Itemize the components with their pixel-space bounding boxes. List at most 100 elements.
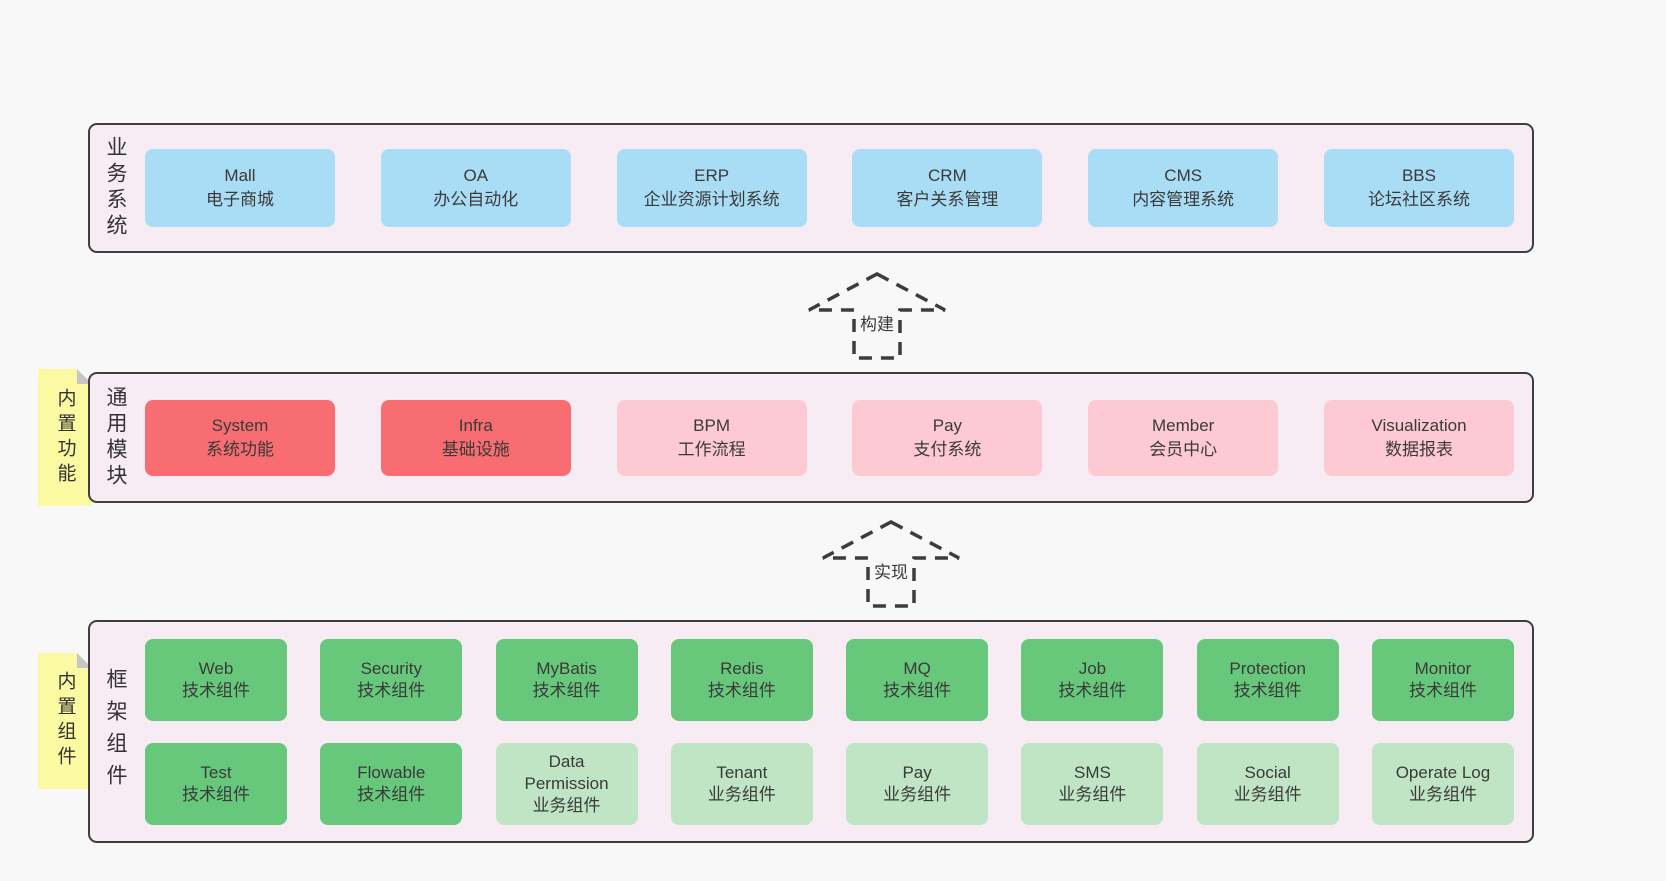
- layer-rows: System 系统功能 Infra 基础设施 BPM 工作流程 Pay 支付系统 Member 会…: [132, 374, 1532, 501]
- component-name: Data Permission: [524, 751, 609, 793]
- component-desc: 业务组件: [1408, 784, 1477, 804]
- component-name: Pay: [932, 415, 963, 435]
- component-desc: 技术组件: [1233, 680, 1302, 700]
- component-name: Operate Log: [1395, 762, 1491, 782]
- component-name: Infra: [458, 415, 493, 435]
- component-name: Redis: [720, 658, 764, 678]
- component-name: CMS: [1164, 166, 1203, 185]
- component-desc: 业务组件: [1058, 784, 1127, 804]
- component-name: Protection: [1229, 658, 1306, 678]
- component-name: Job: [1078, 658, 1107, 678]
- component-name: SMS: [1073, 762, 1111, 782]
- component-name: BBS: [1401, 166, 1436, 185]
- component-name: ERP: [694, 166, 730, 185]
- component-name: Social: [1244, 762, 1291, 782]
- component-desc: 业务组件: [1233, 784, 1302, 804]
- layer-common-modules: 通用模块 System 系统功能 Infra 基础设施 BPM 工作流程 Pay 支付系统 Me…: [88, 372, 1534, 503]
- component-box-pay: Pay 支付系统: [852, 399, 1043, 476]
- sticky-note-builtin-features: 内置功能: [38, 369, 92, 506]
- component-desc: 技术组件: [182, 784, 250, 804]
- build-arrow: 构建: [805, 270, 949, 362]
- component-desc: 技术组件: [1408, 680, 1477, 700]
- implement-arrow: 实现: [819, 518, 963, 610]
- component-desc: 业务组件: [532, 795, 601, 815]
- component-desc: 客户关系管理: [896, 190, 999, 209]
- component-box-cms: CMS 内容管理系统: [1088, 149, 1279, 227]
- component-name: Test: [200, 762, 232, 782]
- component-name: OA: [463, 166, 489, 185]
- component-desc: 技术组件: [707, 680, 776, 700]
- component-desc: 办公自动化: [433, 190, 519, 209]
- component-box-member: Member 会员中心: [1088, 399, 1279, 476]
- component-name: Mall: [224, 166, 256, 185]
- component-name: System: [211, 415, 269, 435]
- component-box-infra: Infra 基础设施: [380, 399, 571, 476]
- layer-label: 通用模块: [104, 385, 127, 490]
- component-box-system: System 系统功能: [145, 399, 335, 476]
- component-name: Web: [198, 658, 234, 678]
- sticky-note-label: 内置功能: [54, 387, 76, 488]
- component-desc: 论坛社区系统: [1367, 190, 1470, 209]
- component-desc: 系统功能: [206, 439, 274, 459]
- component-desc: 技术组件: [182, 680, 250, 700]
- component-desc: 内容管理系统: [1132, 190, 1235, 209]
- component-desc: 业务组件: [883, 784, 952, 804]
- component-desc: 技术组件: [1058, 680, 1127, 700]
- layer-label: 框架组件: [104, 667, 127, 796]
- component-desc: 技术组件: [357, 680, 426, 700]
- component-name: BPM: [693, 415, 731, 435]
- component-desc: 电子商城: [206, 190, 274, 209]
- layer-label: 业务系统: [104, 136, 127, 240]
- component-box-bpm: BPM 工作流程: [616, 399, 807, 476]
- component-desc: 数据报表: [1384, 439, 1453, 459]
- sticky-note-builtin-components: 内置组件: [38, 653, 92, 789]
- component-desc: 会员中心: [1149, 439, 1218, 459]
- component-desc: 基础设施: [441, 439, 510, 459]
- component-box-crm: CRM 客户关系管理: [852, 149, 1043, 227]
- component-name: Monitor: [1414, 658, 1472, 678]
- component-row: System 系统功能 Infra 基础设施 BPM 工作流程 Pay 支付系统 Member 会…: [145, 399, 1514, 476]
- component-name: Security: [360, 658, 422, 678]
- layer-business-systems: 业务系统 Mall 电子商城 OA 办公自动化 ERP 企业资源计划系统 CRM 客户关系管理…: [88, 123, 1534, 253]
- layer-rows: Mall 电子商城 OA 办公自动化 ERP 企业资源计划系统 CRM 客户关系管理 CMS 内容…: [132, 125, 1532, 251]
- component-name: Visualization: [1371, 415, 1467, 435]
- build-arrow-label: 构建: [856, 310, 898, 335]
- component-desc: 技术组件: [883, 680, 952, 700]
- component-name: Tenant: [716, 762, 768, 782]
- component-name: MyBatis: [536, 658, 597, 678]
- component-name: Flowable: [357, 762, 426, 782]
- component-box-bbs: BBS 论坛社区系统: [1323, 149, 1514, 227]
- component-desc: 技术组件: [532, 680, 601, 700]
- component-name: MQ: [903, 658, 931, 678]
- component-name: Pay: [902, 762, 932, 782]
- component-desc: 支付系统: [913, 439, 982, 459]
- component-name: Member: [1152, 415, 1215, 435]
- sticky-note-label: 内置组件: [54, 671, 76, 771]
- component-row: Mall 电子商城 OA 办公自动化 ERP 企业资源计划系统 CRM 客户关系管理 CMS 内容…: [145, 149, 1514, 227]
- component-name: CRM: [928, 166, 967, 185]
- component-box-oa: OA 办公自动化: [380, 149, 571, 227]
- component-desc: 工作流程: [677, 439, 746, 459]
- component-desc: 企业资源计划系统: [643, 190, 780, 209]
- component-desc: 业务组件: [707, 784, 776, 804]
